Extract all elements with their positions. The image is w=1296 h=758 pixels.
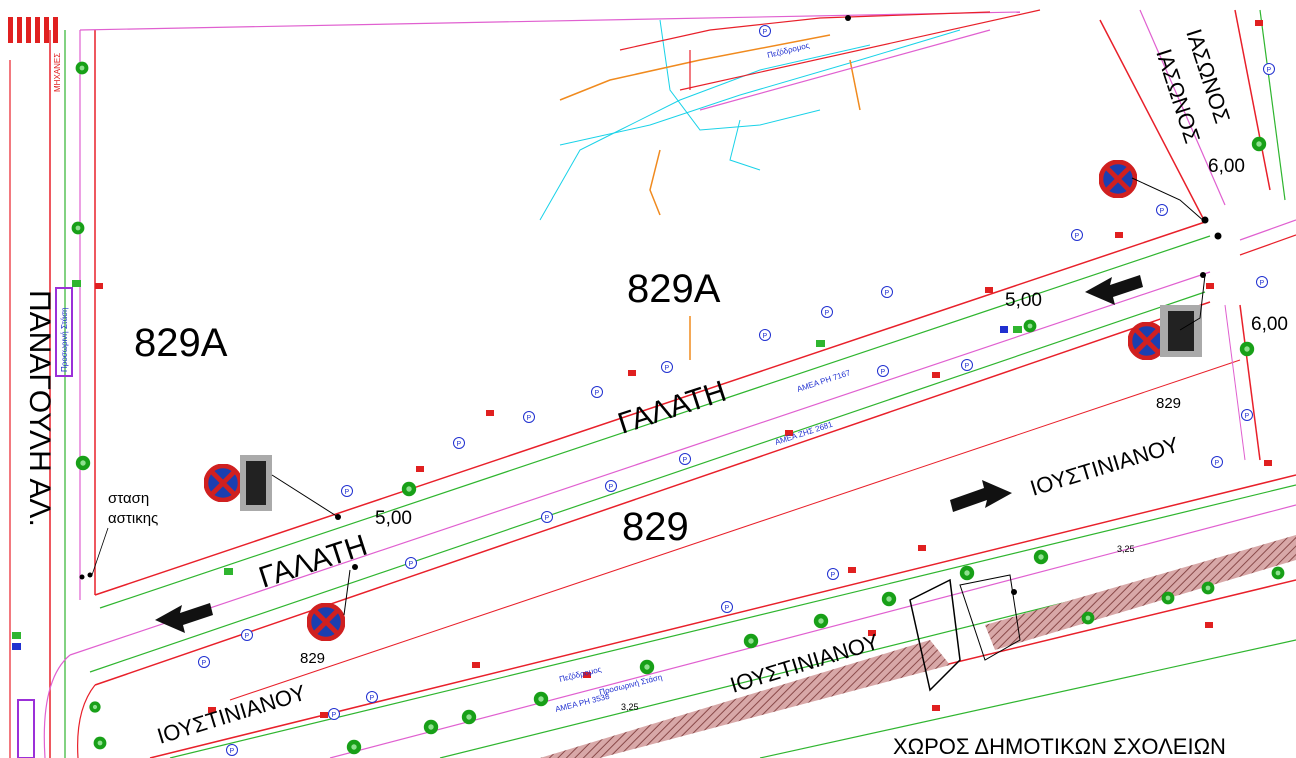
tow-truck-icon (240, 455, 272, 511)
green-blue-markers (12, 280, 1022, 650)
dimension-6-right: 6,00 (1251, 314, 1288, 335)
tree-icon (346, 739, 362, 755)
tree-icon (1081, 611, 1095, 625)
tree-icon (1161, 591, 1175, 605)
tree-icon (71, 221, 85, 235)
tree-icon (1239, 341, 1255, 357)
no-parking-sign-icon (309, 605, 343, 639)
dimension-325-a: 3,25 (1117, 544, 1135, 554)
tree-icon (743, 633, 759, 649)
bus-stop-label-line1: σταση (108, 490, 149, 507)
block-label-829-sign: 829 (300, 650, 325, 667)
street-label-ioustinianou-right: ΙΟΥΣΤΙΝΙΑΝΟΥ (1027, 432, 1182, 501)
red-markers (95, 20, 1272, 718)
hatched-areas (540, 535, 1296, 758)
arrow-icon (155, 603, 213, 633)
block-label-829a-center: 829A (627, 267, 721, 311)
tree-icon (89, 701, 101, 713)
tree-icon (533, 691, 549, 707)
tree-icon (813, 613, 829, 629)
arrow-icon (950, 480, 1012, 512)
sidewalk-label-bottom: Πεζόδρομος (558, 665, 602, 684)
tree-icon (423, 719, 439, 735)
tree-icon (75, 61, 89, 75)
tree-icon (461, 709, 477, 725)
street-label-panagouli: ΠΑΝΑΓΟΥΛΗ ΑΛ. (23, 290, 56, 527)
tow-truck-icon (1160, 305, 1202, 357)
dimension-325-b: 3,25 (621, 702, 639, 712)
tree-icon (1201, 581, 1215, 595)
no-parking-sign-icon (1130, 324, 1164, 358)
tree-icon (1271, 566, 1285, 580)
tree-icon (1033, 549, 1049, 565)
bus-stop-box: Προσωρινή Στάση (17, 287, 73, 758)
school-area-label: ΧΩΡΟΣ ΔΗΜΟΤΙΚΩΝ ΣΧΟΛΕΙΩΝ (893, 734, 1226, 758)
tow-truck-icons (240, 305, 1202, 511)
tree-icon (1251, 136, 1267, 152)
direction-arrows (155, 275, 1143, 633)
arrow-icon (1085, 275, 1143, 305)
tree-icon (639, 659, 655, 675)
road-network (9, 9, 1296, 758)
block-label-829-right: 829 (1156, 395, 1181, 412)
tree-icon (93, 736, 107, 750)
leader-lines (271, 177, 1206, 616)
tree-icon (401, 481, 417, 497)
block-label-829a-left: 829A (134, 321, 228, 365)
mixanes-label: ΜΗΧΑΝΕΣ (53, 53, 62, 92)
dimension-6-top: 6,00 (1208, 156, 1245, 177)
street-label-galati-lower: ΓΑΛΑΤΗ (255, 529, 371, 595)
amea-label-2: ΑΜΕΑ ΖΗΣ 2681 (774, 420, 834, 447)
block-label-829-center: 829 (622, 505, 689, 549)
no-parking-sign-icon (206, 466, 240, 500)
tree-icon (1023, 319, 1037, 333)
dimension-5-left: 5,00 (375, 508, 412, 529)
dimension-5-right: 5,00 (1005, 290, 1042, 311)
no-parking-sign-icon (1101, 162, 1135, 196)
tree-icon (75, 455, 91, 471)
svg-text:Προσωρινή Στάση: Προσωρινή Στάση (60, 307, 69, 372)
street-label-galati-upper: ΓΑΛΑΤΗ (614, 375, 730, 441)
bus-stop-label-line2: αστικης (108, 510, 158, 527)
tree-icon (959, 565, 975, 581)
tree-icon (881, 591, 897, 607)
crosswalk (8, 17, 58, 43)
utility-lines (539, 9, 1041, 360)
